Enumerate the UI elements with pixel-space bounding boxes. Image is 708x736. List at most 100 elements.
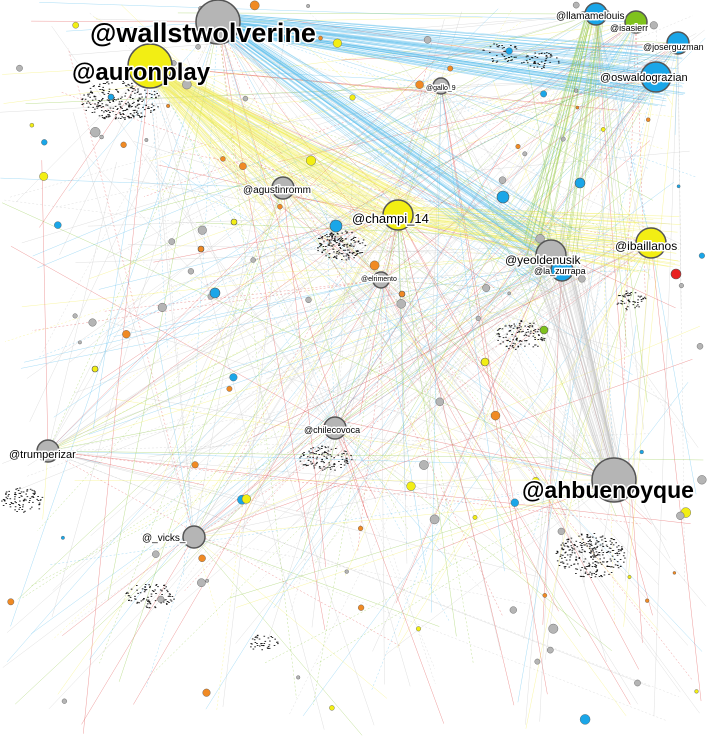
hub-node-trumperizar[interactable]	[36, 439, 60, 463]
hub-node-chilecovoca[interactable]	[323, 416, 347, 440]
minor-node[interactable]	[398, 290, 406, 298]
minor-node[interactable]	[698, 252, 705, 259]
minor-node[interactable]	[197, 578, 206, 588]
minor-node[interactable]	[329, 219, 343, 233]
minor-node[interactable]	[229, 373, 238, 382]
minor-node[interactable]	[202, 688, 211, 697]
minor-node[interactable]	[406, 481, 416, 491]
minor-node[interactable]	[209, 287, 221, 299]
hub-node-isasierr[interactable]	[624, 10, 648, 34]
minor-node[interactable]	[358, 525, 364, 532]
minor-node[interactable]	[542, 593, 548, 598]
minor-node[interactable]	[447, 65, 454, 72]
minor-node[interactable]	[572, 1, 580, 9]
minor-node[interactable]	[419, 460, 429, 470]
minor-node[interactable]	[396, 299, 406, 309]
minor-node[interactable]	[332, 38, 342, 48]
minor-node[interactable]	[344, 569, 349, 574]
minor-node[interactable]	[578, 275, 586, 283]
hub-node-ahbuenoyque[interactable]	[591, 457, 637, 503]
minor-node[interactable]	[239, 162, 247, 170]
minor-node[interactable]	[88, 318, 97, 327]
minor-node[interactable]	[16, 64, 23, 72]
hub-node-agustinromm[interactable]	[271, 176, 295, 200]
minor-node[interactable]	[91, 365, 99, 373]
minor-node[interactable]	[122, 330, 131, 339]
minor-node[interactable]	[507, 291, 512, 296]
minor-node[interactable]	[198, 554, 206, 562]
minor-node[interactable]	[168, 238, 176, 245]
minor-node[interactable]	[548, 623, 559, 634]
minor-node[interactable]	[490, 410, 501, 421]
minor-node[interactable]	[157, 595, 165, 603]
minor-node[interactable]	[574, 177, 586, 189]
hub-node-gallo[interactable]	[432, 77, 450, 95]
minor-node[interactable]	[649, 21, 658, 30]
minor-node[interactable]	[423, 36, 432, 44]
minor-node[interactable]	[509, 606, 517, 614]
minor-node[interactable]	[349, 94, 356, 101]
minor-node[interactable]	[480, 357, 490, 367]
hub-node-elrimento[interactable]	[372, 271, 390, 289]
minor-node[interactable]	[369, 260, 380, 271]
minor-node[interactable]	[415, 80, 424, 89]
hub-node-llamamelouis[interactable]	[584, 2, 608, 26]
minor-node[interactable]	[78, 340, 82, 345]
minor-node[interactable]	[696, 343, 704, 350]
hub-node-champi_14[interactable]	[382, 199, 414, 231]
minor-node[interactable]	[318, 35, 323, 41]
minor-node[interactable]	[676, 511, 685, 520]
minor-node[interactable]	[600, 127, 606, 132]
minor-node[interactable]	[277, 203, 283, 210]
hub-node-wallstwolverine[interactable]	[195, 0, 241, 45]
minor-node[interactable]	[329, 705, 335, 711]
minor-node[interactable]	[579, 714, 591, 725]
minor-node[interactable]	[157, 302, 167, 312]
minor-node[interactable]	[197, 245, 205, 253]
hub-node-ibaillanos[interactable]	[635, 227, 667, 259]
minor-node[interactable]	[522, 151, 528, 157]
minor-node[interactable]	[639, 449, 644, 455]
minor-node[interactable]	[152, 550, 160, 558]
minor-node[interactable]	[645, 598, 650, 603]
hub-node-oswaldograziani[interactable]	[640, 61, 672, 93]
minor-node[interactable]	[678, 283, 684, 289]
minor-node[interactable]	[416, 626, 422, 632]
minor-node[interactable]	[182, 79, 192, 90]
minor-node[interactable]	[672, 571, 677, 575]
minor-node[interactable]	[472, 515, 478, 520]
minor-node[interactable]	[535, 234, 545, 244]
minor-node[interactable]	[205, 578, 210, 583]
minor-node[interactable]	[498, 176, 507, 184]
minor-node[interactable]	[250, 257, 256, 263]
minor-node[interactable]	[72, 313, 78, 319]
minor-node[interactable]	[99, 134, 104, 140]
minor-node[interactable]	[573, 88, 579, 93]
minor-node[interactable]	[72, 21, 79, 29]
minor-node[interactable]	[197, 225, 207, 235]
minor-node[interactable]	[539, 325, 549, 335]
minor-node[interactable]	[532, 477, 540, 485]
minor-node[interactable]	[107, 93, 115, 101]
minor-node[interactable]	[634, 679, 641, 687]
minor-node[interactable]	[280, 35, 287, 41]
minor-node[interactable]	[697, 475, 707, 485]
minor-node[interactable]	[475, 315, 481, 322]
minor-node[interactable]	[575, 105, 580, 110]
minor-node[interactable]	[187, 268, 195, 275]
minor-node[interactable]	[515, 143, 521, 149]
minor-node[interactable]	[505, 47, 513, 55]
minor-node[interactable]	[296, 675, 301, 680]
hub-node-auronplay[interactable]	[127, 43, 173, 89]
minor-node[interactable]	[144, 138, 149, 142]
minor-node[interactable]	[670, 268, 682, 280]
minor-node[interactable]	[191, 461, 199, 469]
minor-node[interactable]	[534, 658, 541, 665]
minor-node[interactable]	[646, 117, 651, 122]
minor-node[interactable]	[249, 0, 260, 11]
minor-node[interactable]	[230, 218, 238, 226]
minor-node[interactable]	[241, 494, 252, 504]
minor-node[interactable]	[510, 498, 519, 507]
minor-node[interactable]	[242, 95, 249, 102]
minor-node[interactable]	[435, 397, 444, 406]
